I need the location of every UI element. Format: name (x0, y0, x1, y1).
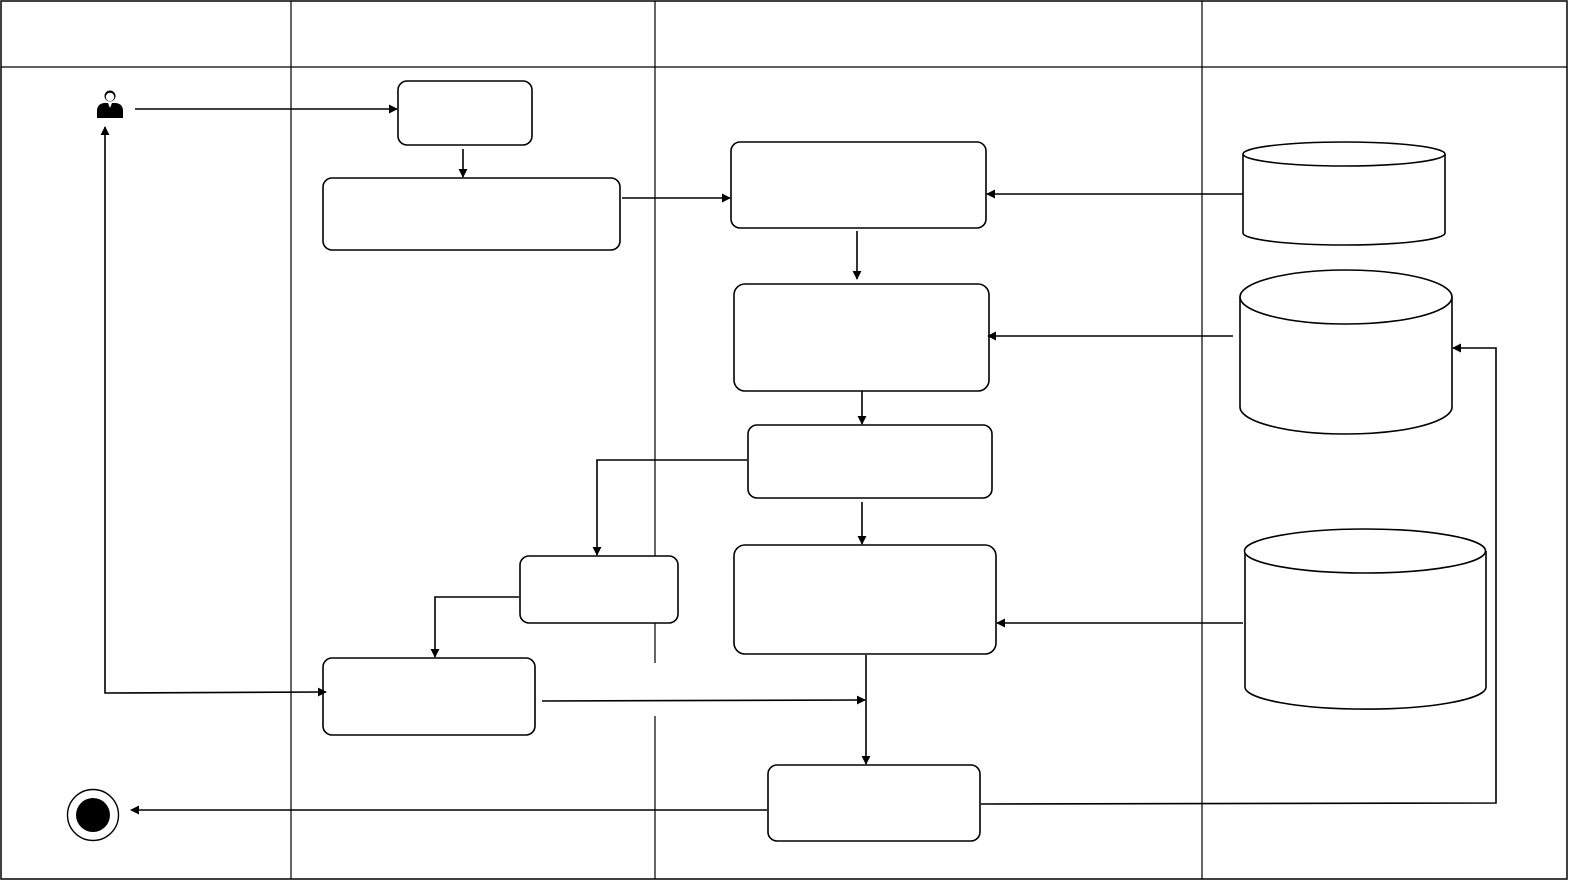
activity-box-6 (519, 555, 679, 624)
edge-box9-to-db2 (980, 343, 1497, 805)
activity-box-2 (322, 177, 621, 251)
activity-box-4 (733, 283, 990, 392)
edge-box6-to-box8 (430, 596, 519, 658)
activity-box-3 (730, 141, 987, 229)
edge-box8-to-actor (100, 126, 327, 697)
activity-box-7 (733, 544, 997, 655)
edge-box5-to-box6 (592, 459, 747, 556)
database-1 (1242, 141, 1446, 246)
activity-box-9 (767, 764, 981, 842)
user-icon (97, 90, 123, 118)
database-2 (1239, 269, 1453, 435)
final-node (66, 788, 120, 842)
edge-box8-to-box9 (541, 695, 866, 705)
database-3 (1243, 528, 1487, 710)
activity-box-8 (322, 657, 536, 736)
diagram-frame (0, 0, 1568, 880)
activity-box-5 (747, 424, 993, 499)
activity-box-1 (397, 80, 533, 146)
